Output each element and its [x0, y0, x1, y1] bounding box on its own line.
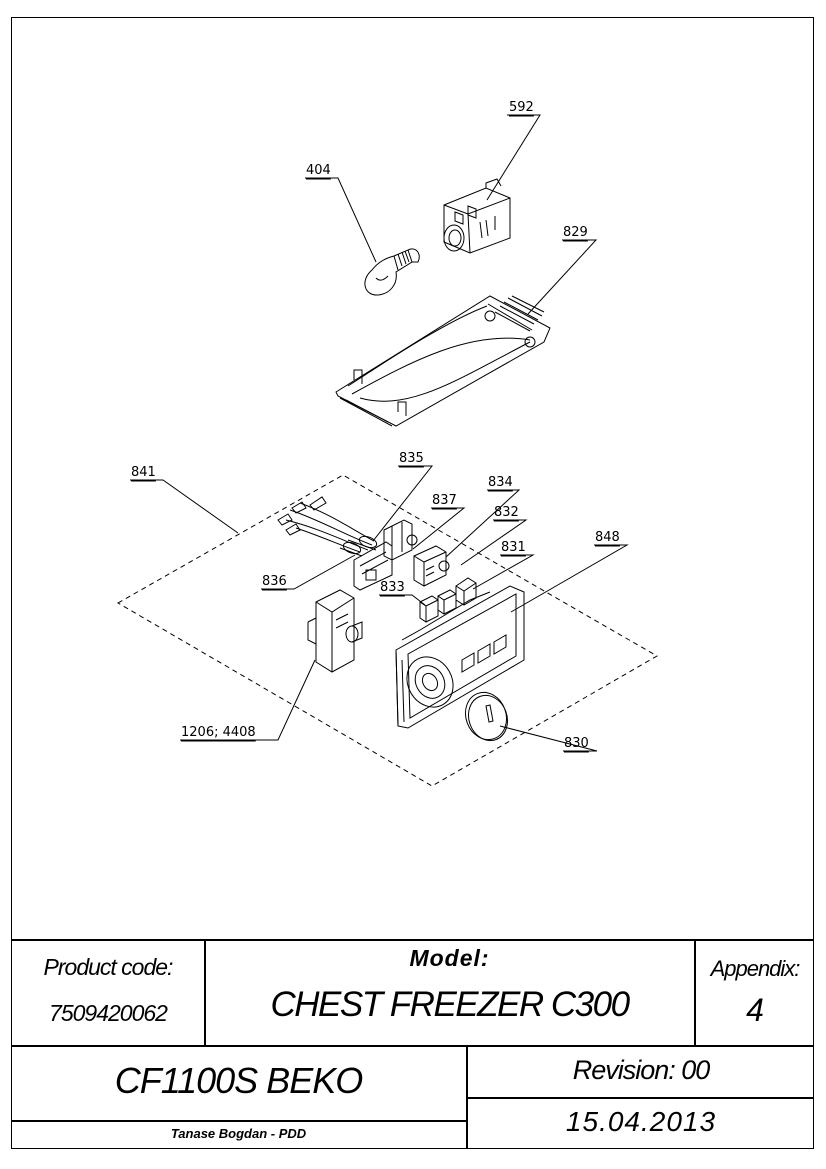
callout-833: 833 — [380, 580, 405, 595]
part-833-button — [419, 595, 439, 623]
leader-831 — [472, 554, 535, 590]
callout-831: 831 — [501, 540, 526, 555]
model-value: CHEST FREEZER C300 — [270, 985, 630, 1024]
part-841-wiring-harness — [277, 496, 378, 557]
revision: Revision: 00 — [572, 1055, 711, 1085]
author: Tanase Bogdan - PDD — [170, 1126, 307, 1141]
callout-848: 848 — [595, 530, 620, 545]
callout-832: 832 — [494, 505, 519, 520]
part-835-switch-frame — [353, 519, 418, 591]
callout-1206: 1206; 4408 — [181, 725, 256, 740]
title-block-revision-line — [466, 1097, 814, 1099]
product-name: CF1100S BEKO — [114, 1060, 363, 1101]
part-848-control-panel — [395, 585, 525, 729]
leader-830 — [499, 725, 598, 752]
part-404-bulb — [364, 248, 420, 296]
part-592-lamp-holder — [443, 178, 511, 254]
assembly-boundary-dashed — [116, 474, 659, 787]
callout-829: 829 — [563, 225, 588, 240]
callout-830: 830 — [564, 736, 589, 751]
product-code-value: 7509420062 — [49, 1000, 168, 1026]
title-block-vline-1 — [204, 939, 206, 1046]
part-1206-thermostat — [307, 589, 363, 673]
leader-835 — [372, 465, 434, 542]
part-831-button — [455, 577, 477, 606]
leader-836 — [261, 554, 356, 590]
callout-404: 404 — [306, 163, 331, 178]
title-block-mid-line — [11, 1045, 814, 1047]
product-code-label: Product code: — [43, 954, 174, 980]
drawing-sheet-border — [11, 17, 814, 1149]
leader-848 — [510, 544, 629, 613]
callout-836: 836 — [262, 574, 287, 589]
callout-834: 834 — [488, 475, 513, 490]
callout-837: 837 — [432, 493, 457, 508]
leader-829 — [527, 239, 598, 315]
leader-832 — [460, 519, 528, 566]
leader-834 — [445, 489, 521, 558]
model-label: Model: — [409, 945, 490, 971]
date: 15.04.2013 — [565, 1106, 717, 1137]
part-829-lamp-cover — [335, 295, 551, 427]
appendix-value: 4 — [746, 992, 764, 1028]
part-834-switch — [413, 545, 450, 587]
callout-835: 835 — [399, 451, 424, 466]
title-block-author-line — [11, 1120, 467, 1122]
title-block-top-line — [11, 939, 814, 941]
leader-841 — [130, 479, 239, 534]
leader-1206 — [180, 659, 316, 741]
callout-592: 592 — [509, 100, 534, 115]
callout-841: 841 — [131, 465, 156, 480]
title-block-vline-2 — [694, 939, 696, 1046]
leader-592 — [486, 114, 541, 201]
part-830-knob — [464, 691, 509, 742]
leader-837 — [412, 507, 466, 550]
leader-404 — [305, 177, 377, 263]
appendix-label: Appendix: — [710, 956, 801, 981]
